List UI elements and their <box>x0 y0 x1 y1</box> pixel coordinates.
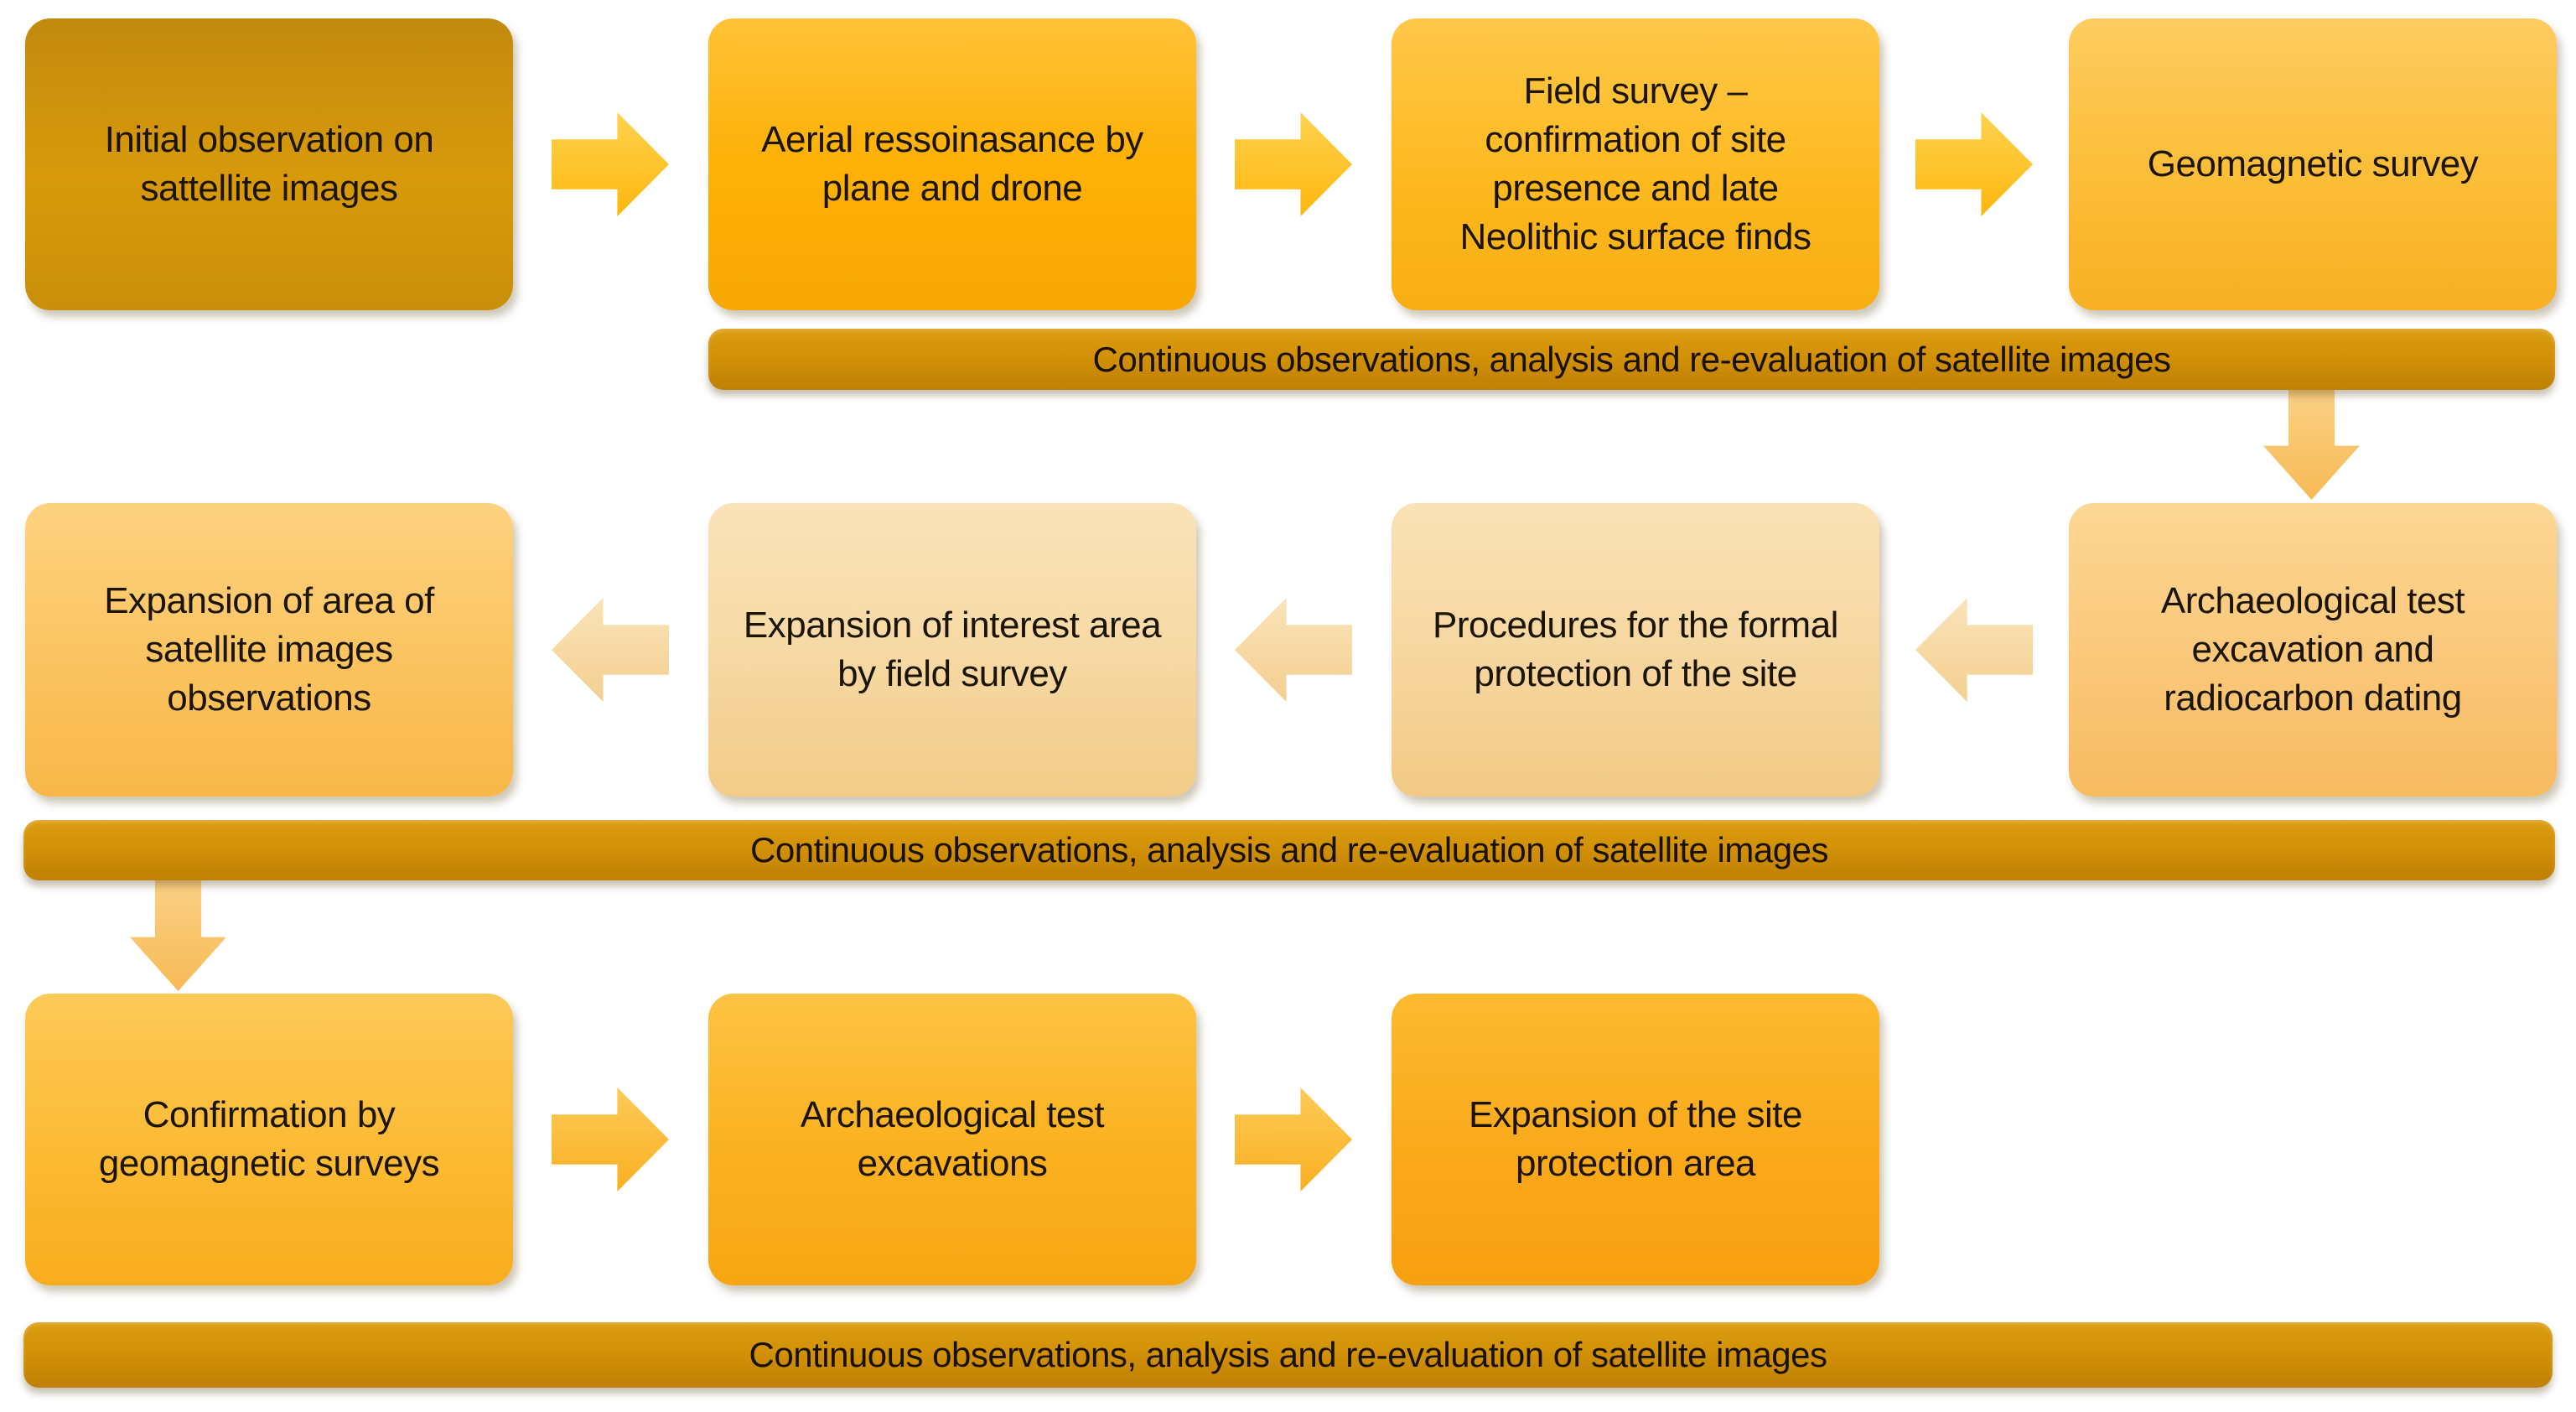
box-expansion-interest-area: Expansion of interest area by field surv… <box>708 503 1196 797</box>
box-label: Aerial ressoinasance by plane and drone <box>761 118 1143 209</box>
box-expansion-satellite-observation-area: Expansion of area of satellite images ob… <box>25 503 513 797</box>
box-label: Expansion of interest area by field surv… <box>743 604 1162 694</box>
arrow-down-icon <box>130 879 226 991</box>
box-label: Initial observation on sattellite images <box>104 118 434 209</box>
box-label: Archaeological test excavations <box>800 1093 1105 1184</box>
bar-label: Continuous observations, analysis and re… <box>750 830 1828 870</box>
box-aerial-reconnaissance: Aerial ressoinasance by plane and drone <box>708 18 1196 310</box>
continuous-observation-bar-2: Continuous observations, analysis and re… <box>23 820 2555 880</box>
arrow-right-icon <box>552 112 669 216</box>
arrow-left-icon <box>1235 598 1352 702</box>
box-archaeological-test-excavations: Archaeological test excavations <box>708 994 1196 1285</box>
box-initial-observation: Initial observation on sattellite images <box>25 18 513 310</box>
box-label: Field survey – confirmation of site pres… <box>1459 70 1811 258</box>
box-label: Expansion of area of satellite images ob… <box>104 579 434 719</box>
arrow-right-icon <box>1915 112 2033 216</box>
arrow-down-icon <box>2263 387 2360 500</box>
box-label: Archaeological test excavation and radio… <box>2160 579 2465 719</box>
arrow-right-icon <box>552 1088 669 1191</box>
box-label: Confirmation by geomagnetic surveys <box>98 1093 440 1184</box>
box-archaeological-test-excavation-radiocarbon: Archaeological test excavation and radio… <box>2069 503 2557 797</box>
box-label: Geomagnetic survey <box>2147 143 2479 184</box>
bar-label: Continuous observations, analysis and re… <box>749 1335 1827 1374</box>
arrow-right-icon <box>1235 1088 1352 1191</box>
continuous-observation-bar-1: Continuous observations, analysis and re… <box>708 329 2555 390</box>
box-label: Expansion of the site protection area <box>1469 1093 1802 1184</box>
box-geomagnetic-survey: Geomagnetic survey <box>2069 18 2557 310</box>
box-field-survey-confirmation: Field survey – confirmation of site pres… <box>1392 18 1879 310</box>
box-procedures-formal-protection: Procedures for the formal protection of … <box>1392 503 1879 797</box>
box-label: Procedures for the formal protection of … <box>1433 604 1838 694</box>
arrow-left-icon <box>552 598 669 702</box>
arrow-left-icon <box>1915 598 2033 702</box>
continuous-observation-bar-3: Continuous observations, analysis and re… <box>23 1322 2553 1388</box>
bar-label: Continuous observations, analysis and re… <box>1092 339 2171 379</box>
arrow-right-icon <box>1235 112 1352 216</box>
box-expansion-site-protection-area: Expansion of the site protection area <box>1392 994 1879 1285</box>
box-confirmation-geomagnetic-surveys: Confirmation by geomagnetic surveys <box>25 994 513 1285</box>
